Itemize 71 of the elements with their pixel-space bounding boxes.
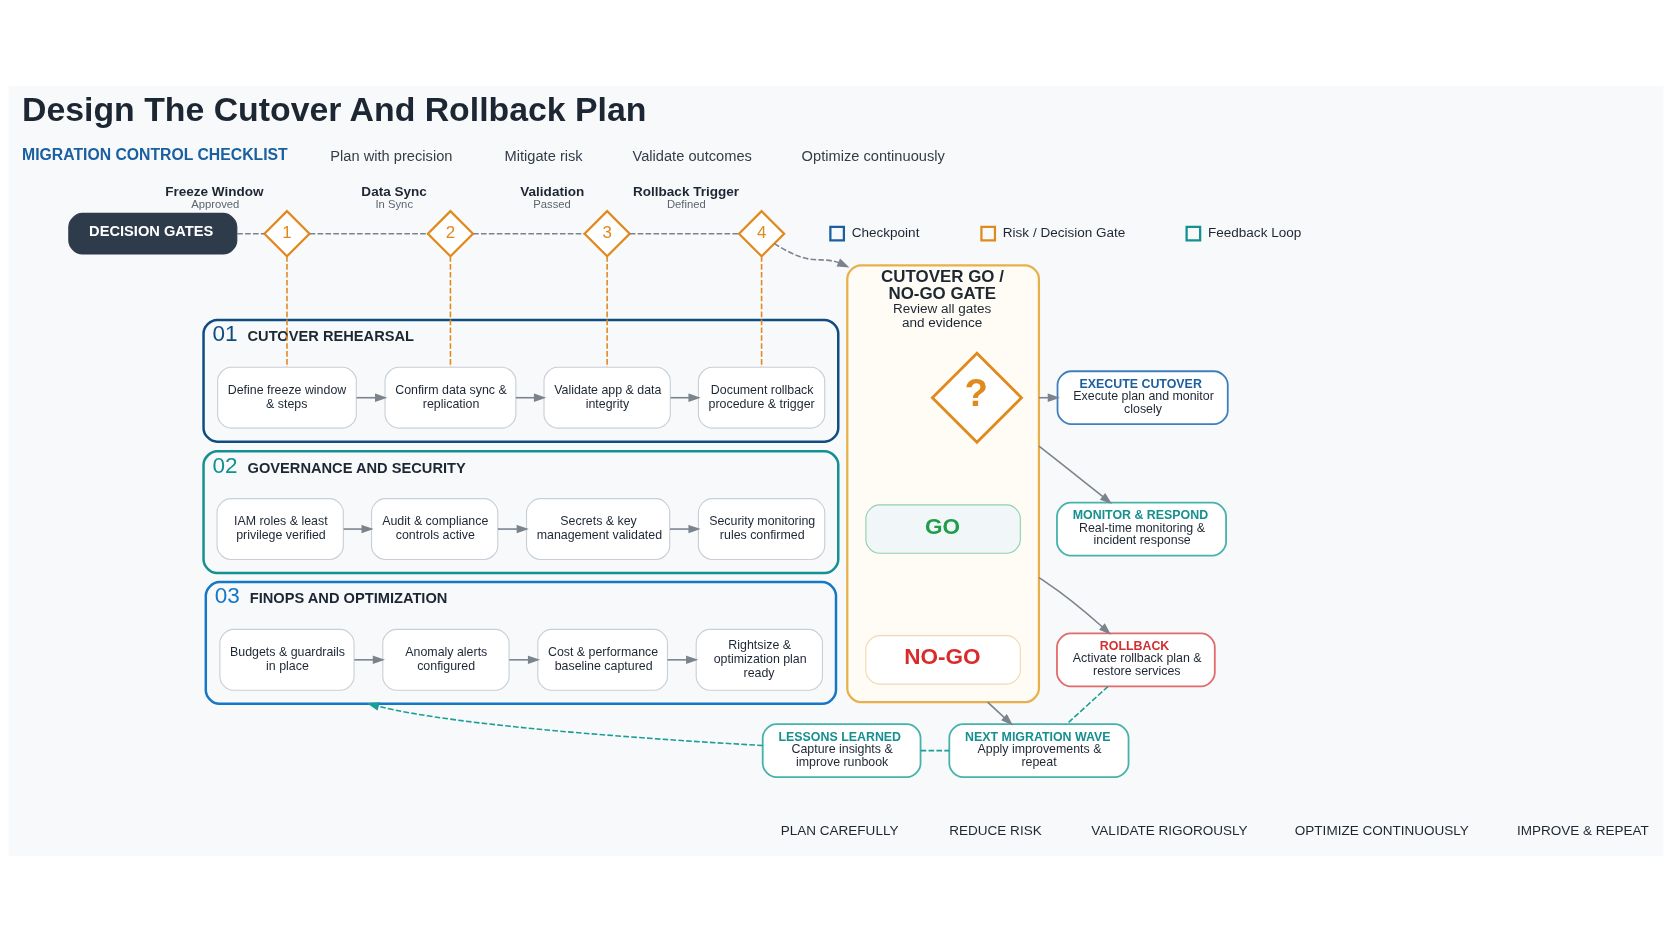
node-label: In Sync (375, 197, 414, 210)
label: REDUCE RISK (949, 822, 1042, 838)
arrow (353, 655, 385, 664)
connector (760, 255, 763, 368)
arrow (773, 242, 850, 267)
connector (236, 232, 266, 234)
node-box: Audit & compliance controls active (370, 497, 499, 560)
node-label: Validation (520, 183, 585, 199)
arrow (366, 701, 764, 746)
arrow (669, 524, 701, 533)
node-box: IAM roles & least privilege verified (216, 497, 344, 560)
node-box: DECISION GATES (68, 212, 238, 255)
node-box: Validate app & data integrity (543, 366, 671, 429)
node-box: Security monitoring rules confirmed (697, 497, 826, 560)
diagram-title: Design The Cutover And Rollback Plan (22, 89, 647, 128)
label: Plan with precision (330, 147, 453, 164)
connector (286, 255, 288, 368)
node-box: Confirm data sync & replication (384, 366, 517, 429)
connector (919, 749, 951, 751)
node-diamond: 4 (737, 209, 786, 258)
label: IMPROVE & REPEAT (1516, 822, 1649, 838)
node-label: Defined (666, 197, 706, 210)
label: PLAN CAREFULLY (780, 822, 899, 838)
arrow (666, 655, 699, 664)
label: VALIDATE RIGOROUSLY (1091, 822, 1248, 838)
label: MIGRATION CONTROL CHECKLIST (22, 145, 288, 163)
node-box: Define freeze window & steps (217, 366, 357, 429)
node-box: EXECUTE CUTOVER Execute plan and monitor closely (1056, 369, 1229, 425)
node-label: Approved (191, 197, 240, 210)
node-label: Freeze Window (165, 183, 264, 199)
connector (449, 255, 452, 368)
node-box: MONITOR & RESPOND Real-time monitoring & incident response (1056, 501, 1227, 556)
node-label: Passed (533, 197, 571, 210)
label: Validate outcomes (632, 147, 752, 164)
node-box: Document rollback procedure & trigger (697, 366, 826, 429)
node-box: Anomaly alerts configured (382, 628, 510, 691)
legend-label: Feedback Loop (1208, 224, 1302, 240)
arrow (515, 392, 547, 402)
node-box: Rightsize & optimization plan ready (695, 628, 824, 691)
arrow (986, 700, 1013, 725)
arrow (1038, 444, 1113, 504)
node-box: ROLLBACK Activate rollback plan & restore services (1056, 631, 1216, 687)
arrow (342, 524, 374, 533)
label: Mitigate risk (504, 147, 583, 164)
node-diamond: 1 (262, 209, 312, 258)
node-box: Secrets & key management validated (525, 497, 671, 560)
arrow (355, 392, 388, 402)
label: OPTIMIZE CONTINUOUSLY (1294, 822, 1469, 838)
node-box: NEXT MIGRATION WAVE Apply improvements & repeat (948, 722, 1130, 778)
node-box: GO (865, 503, 1021, 554)
legend-label: Checkpoint (851, 224, 920, 240)
legend-label: Risk / Decision Gate (1002, 224, 1126, 240)
arrow (669, 392, 701, 402)
arrow (1038, 392, 1060, 402)
node-label: Rollback Trigger (633, 183, 739, 199)
arrow (497, 524, 529, 533)
node-label: Data Sync (361, 183, 427, 199)
node-box: NO-GO (865, 634, 1021, 685)
node-diamond: ? (930, 350, 1024, 444)
label: Optimize continuously (801, 147, 945, 164)
connector (1066, 685, 1109, 725)
arrow (508, 655, 541, 664)
connector (606, 255, 608, 368)
connector (308, 232, 429, 234)
node-box: LESSONS LEARNED Capture insights & improve runbook (761, 722, 922, 778)
arrow (1038, 576, 1111, 635)
node-box: Budgets & guardrails in place (219, 628, 355, 691)
node-diamond: 2 (426, 209, 475, 258)
node-diamond: 3 (583, 209, 632, 258)
connector (629, 232, 740, 234)
node-box: Cost & performance baseline captured (537, 628, 669, 691)
